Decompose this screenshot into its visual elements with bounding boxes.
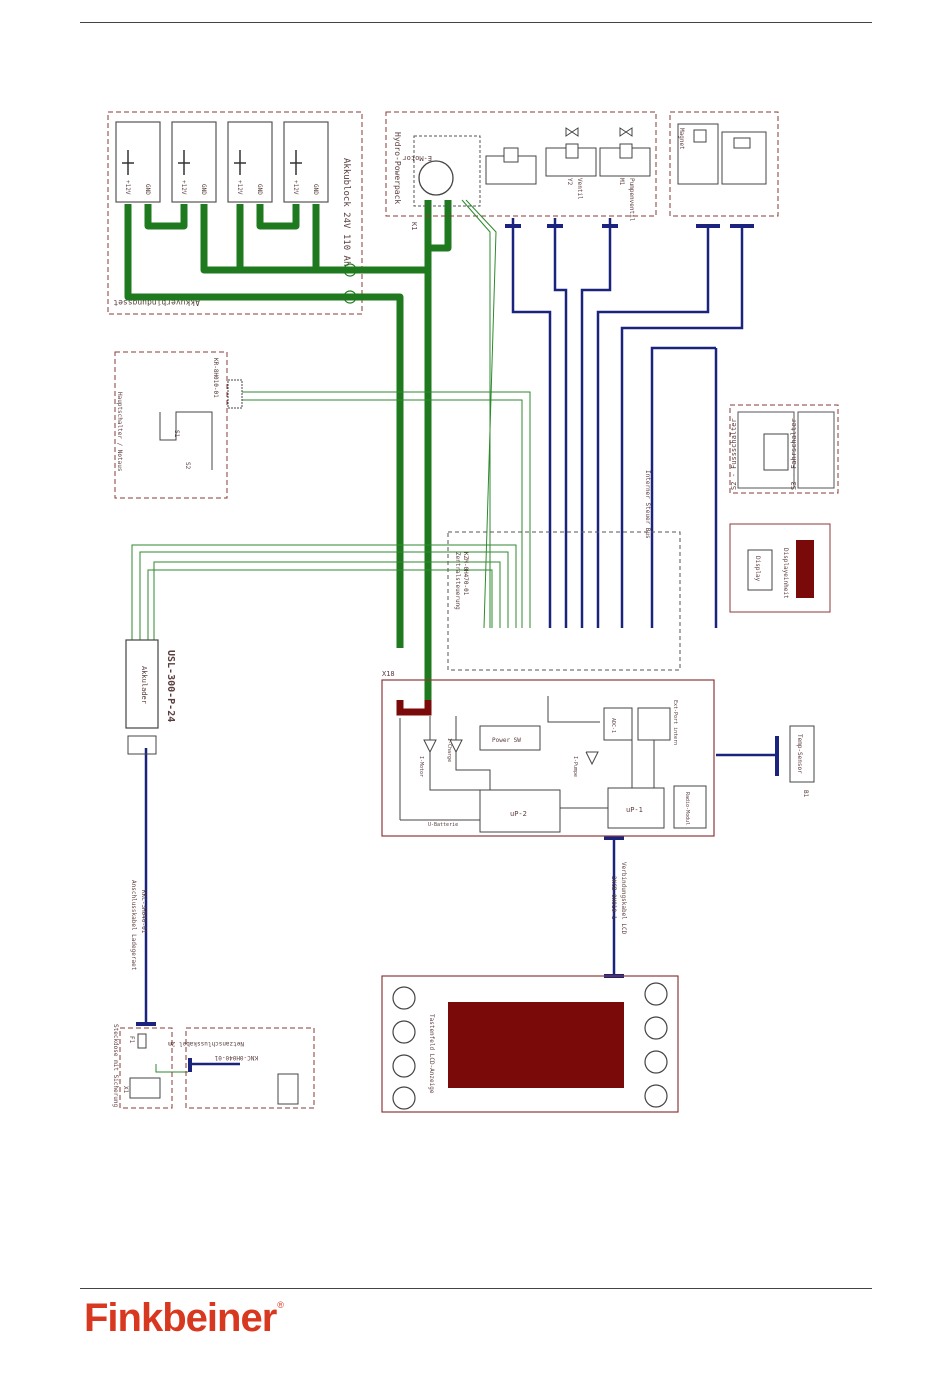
motor-label: E-Motor [402,154,432,162]
brand-name: Finkbeiner [84,1296,277,1340]
battery-cell: +12V GND [227,121,273,203]
adc-block: ADC-1 [610,718,616,733]
lcd-key[interactable] [392,986,416,1010]
valve-y2: Y2 Ventil [545,127,597,200]
lcd-key[interactable] [644,1050,668,1074]
lcd-key[interactable] [392,1020,416,1044]
i-charge-block: I-Charge [446,738,452,762]
lcd-key[interactable] [392,1054,416,1078]
cell-gnd-label: GND [256,184,263,195]
ext-port-block: Ext-Port intern [672,700,678,745]
valve-label: M1 [618,178,625,186]
mu1-block: uP-1 [626,806,643,814]
battery-cable-label: Akkuverbindungsset [113,298,200,307]
panel-cable-label: Verbindungskabel LCD [620,862,627,935]
cell-plus-label: +12V [236,180,243,195]
controller-terminal-code: KZM-0H470-01 [462,552,469,596]
cell-gnd-label: GND [144,184,151,195]
relay-k1 [485,147,537,185]
small-display-screen [796,540,814,598]
mains-inlet: Steckdose mit Sicherung F1 X1 [112,1024,173,1109]
power-wiring [124,200,452,700]
foot-switch-b: S3 - Fahrschalter [790,418,798,490]
lcd-screen [448,1002,624,1088]
foot-switch-a: S2 - Fussschalter [730,418,738,490]
small-display-btn: Display [754,556,761,582]
i-motor-block: I-Motor [418,756,424,777]
lcd-key[interactable] [644,1084,668,1108]
cell-gnd-label: GND [200,184,207,195]
lcd-panel-label: Tastenfeld LCD-Anzeige [428,1014,435,1094]
cell-plus-label: +12V [124,180,131,195]
power-sw-block: Power SW [492,737,521,744]
brand-logo: Finkbeiner® [84,1296,284,1341]
foot-switches-box: S2 - Fussschalter S3 - Fahrschalter [729,404,839,494]
valve-name: Pumpenventil [628,178,635,222]
cell-gnd-label: GND [312,184,319,195]
charger-model: USL-300-P-24 [165,650,176,722]
bus-wiring [144,218,778,1066]
battery-cell: +12V GND [283,121,329,203]
hydro-powerpack-title: Hydro-Powerpack [393,132,402,204]
mains-cable-code: KNC-0H040-01 [214,1054,258,1061]
controller: Zentralsteuerung KZM-0H470-01 Interner S… [381,470,715,837]
switch-s1-label: S1 [173,430,180,438]
battery-cell: +12V GND [115,121,161,203]
lcd-key[interactable] [392,1086,416,1110]
controller-bus-label: Interner Steuer Bus [644,470,651,539]
battery-cell: +12V GND [171,121,217,203]
signal-wiring [131,199,531,1073]
charger: Akkulader USL-300-P-24 Anschlusskabel La… [125,639,176,971]
lcd-panel: Tastenfeld LCD-Anzeige [381,975,679,1113]
switch-s2-label: S2 [184,462,191,470]
mains-inlet-title: Steckdose mit Sicherung [112,1024,119,1107]
panel-cable-code: 2KCB-0H010-1 [610,876,617,920]
controller-connector: X18 [382,670,395,678]
hydro-powerpack: Hydro-Powerpack E-Motor K1 Y2 Ventil M1 … [385,111,657,230]
registered-mark: ® [277,1300,284,1310]
lcd-keypad-right [644,982,668,1108]
temp-sensor-label: Temp-Sensor [796,734,803,774]
temp-sensor-id: B1 [802,790,809,798]
sensor-box: Magnet [669,111,779,217]
plug-label: X1 [122,1086,129,1094]
lcd-key[interactable] [644,982,668,1006]
valve-m1: M1 Pumpenventil [599,127,651,222]
charger-name: Akkulader [140,666,148,704]
fuse-label: F1 [128,1036,135,1044]
main-switch-box: Hauptschalter / Notaus KR-8H010-01 S1 S2 [114,351,243,499]
motor-symbol [418,160,454,196]
u-batt-block: U-Batterie [428,822,458,828]
footer-rule [80,1288,872,1289]
main-switch-title: Hauptschalter / Notaus [116,392,123,472]
temp-sensor: Temp-Sensor B1 [789,725,815,798]
mains-cable-title: Netzanschlusskabel 2m [168,1040,244,1047]
small-display-label: Displayeinheit [782,548,789,599]
contactor-label: K1 [410,222,418,230]
valve-name: Ventil [576,178,583,200]
controller-terminal-label: Zentralsteuerung [454,552,461,610]
valve-label: Y2 [566,178,573,186]
mu2-block: uP-2 [510,810,527,818]
cell-plus-label: +12V [292,180,299,195]
small-display-box: Display Displayeinheit [729,523,831,613]
charger-cable-label: Anschlusskabel Ladegeraet [130,880,137,971]
cell-plus-label: +12V [180,180,187,195]
lcd-keypad-left [392,986,416,1110]
main-switch-cable: KR-8H010-01 [212,358,219,398]
sensor-label: Magnet [678,128,685,150]
radio-block: Radio-Modul [684,792,690,825]
battery-block: Akkublock 24V 110 Ah +12V GND +12V GND +… [107,111,363,315]
mains-cable: Netzanschlusskabel 2m KNC-0H040-01 [168,1027,315,1109]
charger-cable-code: KKC-3H040-01 [140,890,147,934]
battery-block-title: Akkublock 24V 110 Ah [341,158,351,266]
lcd-key[interactable] [644,1016,668,1040]
header-rule [80,22,872,23]
i-pumpe-block: I-Pumpe [572,756,578,777]
